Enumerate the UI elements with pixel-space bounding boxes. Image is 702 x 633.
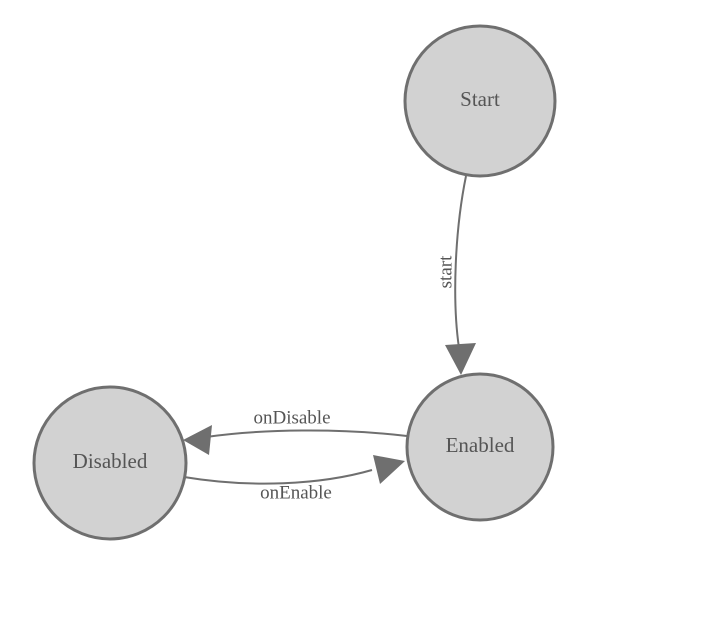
edge-label-on-enable: onEnable (260, 482, 332, 503)
edge-enabled-to-disabled-arrowhead (183, 425, 212, 455)
edge-disabled-to-enabled-path (183, 469, 373, 485)
node-enabled[interactable]: Enabled (405, 372, 555, 522)
edge-start-to-enabled-path (454, 175, 467, 349)
edge-label-on-disable: onDisable (253, 407, 330, 428)
node-disabled-label: Disabled (73, 449, 148, 473)
edge-start-to-enabled-arrowhead (445, 343, 476, 375)
node-disabled[interactable]: Disabled (32, 385, 188, 541)
node-disabled-circle (32, 385, 188, 541)
edge-label-start: start (435, 255, 456, 288)
edge-start-to-enabled[interactable]: start (435, 175, 476, 375)
edge-disabled-to-enabled-arrowhead (373, 455, 405, 484)
node-start[interactable]: Start (403, 24, 557, 178)
node-enabled-circle (405, 372, 555, 522)
node-start-label: Start (460, 87, 500, 111)
edge-enabled-to-disabled-path (205, 429, 408, 438)
node-enabled-label: Enabled (446, 433, 515, 457)
node-start-circle (403, 24, 557, 178)
edge-enabled-to-disabled[interactable]: onDisable (183, 407, 408, 455)
edge-disabled-to-enabled[interactable]: onEnable (183, 455, 405, 503)
